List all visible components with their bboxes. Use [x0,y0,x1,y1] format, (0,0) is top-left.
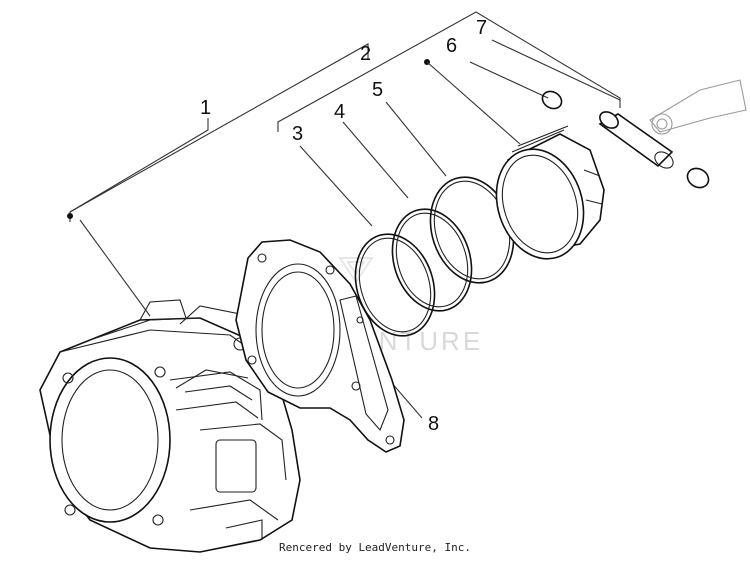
connecting-rod [649,79,747,135]
callout-5: 5 [372,79,383,101]
circlip-upper [541,90,563,110]
leader-1-dot [67,213,73,219]
callout-2: 2 [360,43,371,65]
callout-3: 3 [292,123,303,145]
leader-6-piston [426,61,521,145]
leader-1 [69,118,209,222]
piston [495,125,605,260]
leader-2 [69,43,369,213]
callout-8: 8 [428,413,439,435]
callout-4: 4 [334,101,345,123]
callout-7: 7 [476,17,487,39]
callout-labels: 1 2 3 4 5 6 7 8 [200,17,487,435]
wrist-pin [598,111,674,169]
leader-5 [385,101,447,177]
leader-lines [67,11,621,419]
leader-6 [469,61,549,99]
head-gasket [235,239,405,453]
callout-6: 6 [446,35,457,57]
leader-group-bracket [277,11,621,132]
leader-4 [342,121,409,199]
circlip-lower [686,167,710,189]
render-credit: Rencered by LeadVenture, Inc. [278,541,472,554]
leader-3 [299,145,373,227]
piston-ring-3 [354,233,436,337]
leader-7 [491,39,621,101]
leader-1-to-cylinder [79,219,151,317]
piston-ring-4 [391,208,473,312]
callout-1: 1 [200,97,211,119]
